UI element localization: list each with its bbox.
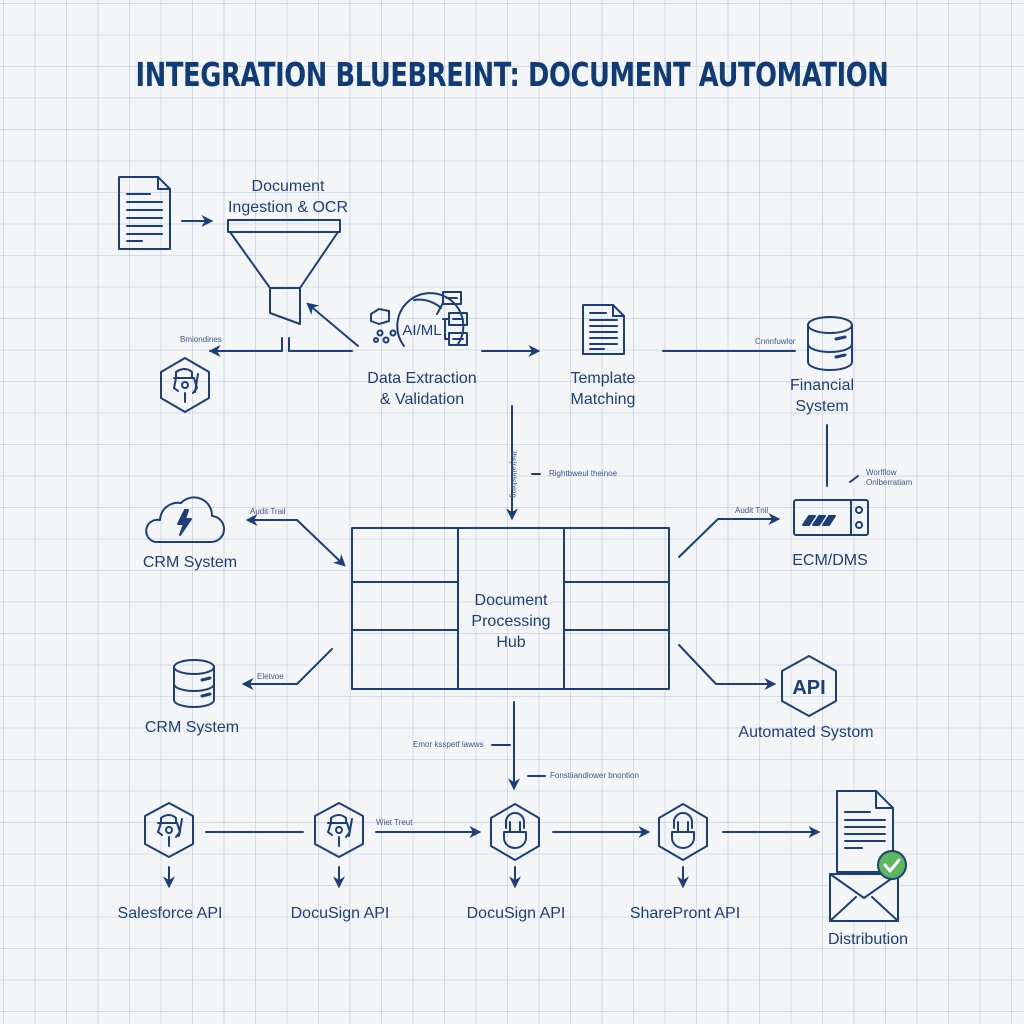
edge-label-embeddings: Bmiondines	[180, 335, 222, 344]
template-document-icon	[582, 304, 625, 355]
source-document-icon	[118, 176, 171, 250]
api-hexagon-text: API	[792, 677, 825, 699]
sharepoint-plug-icon	[658, 803, 708, 861]
edge-label-fonstion: Fonstiiandlower bnontion	[550, 771, 639, 780]
ecm-label: ECM/DMS	[792, 552, 868, 569]
edge-label-workflow-line2: Onlberratiam	[866, 478, 913, 487]
edge-label-workflow-line1: Worlflow	[866, 468, 897, 477]
crm-db-label: CRM System	[144, 719, 240, 736]
diagram-title: INTEGRATION BLUEBREINT: DOCUMENT AUTOMAT…	[135, 55, 889, 94]
edge-label-workflow: Worlflow Onlberratiam	[866, 468, 912, 488]
hub-label-line3: Hub	[496, 634, 526, 651]
hub-label-line1: Document	[474, 592, 548, 609]
ecm-server-icon	[793, 499, 869, 536]
financial-label: Financial System	[772, 375, 872, 417]
edge-label-error: Emor ksspetf lawws	[413, 740, 484, 749]
edge-label-confirmation: Cnnnfuwlor	[755, 337, 796, 346]
extraction-label-line2: & Validation	[379, 391, 465, 408]
edge-label-vertical: Ibsjrailrlsbing	[508, 451, 518, 498]
edge-label-audit-left: Audit Trail	[250, 507, 286, 516]
hub-label-line2: Processing	[471, 613, 551, 630]
distribution-icon	[829, 790, 907, 922]
ai-ml-text: AI/ML	[402, 322, 441, 339]
api-label: Automated Systom	[738, 724, 874, 741]
edge-hub-to-api	[678, 644, 777, 690]
docusign-robot-icon	[314, 802, 364, 858]
distribution-label: Distribution	[827, 931, 909, 948]
crm-cloud-label: CRM System	[142, 554, 238, 571]
salesforce-robot-icon	[144, 802, 194, 858]
hub-label: Document Processing Hub	[458, 590, 564, 653]
ingestion-label: Document Ingestion & OCR	[218, 176, 358, 218]
api-hexagon-icon	[781, 655, 837, 717]
cloud-bolt-icon	[145, 496, 225, 544]
financial-label-line2: System	[795, 398, 849, 415]
template-label-line1: Template	[570, 370, 636, 387]
salesforce-label: Salesforce API	[117, 905, 223, 922]
processing-hub	[351, 527, 670, 690]
sharepoint-label: SharePront API	[629, 905, 741, 922]
extraction-label-line1: Data Extraction	[367, 370, 477, 387]
edge-label-wet-trust: Wiet Treut	[376, 818, 413, 827]
edge-hub-to-crm-db	[241, 648, 333, 690]
template-label: Template Matching	[543, 368, 663, 410]
funnel-icon	[227, 219, 341, 352]
ingestion-label-line1: Document	[251, 178, 325, 195]
docusign1-label: DocuSign API	[290, 905, 390, 922]
edge-hub-to-ecm	[678, 513, 781, 558]
edge-label-audit-right: Audit Tnil	[735, 506, 769, 515]
edge-extraction-to-funnel	[306, 302, 359, 347]
robot-hexagon-icon	[160, 357, 210, 413]
financial-database-icon	[807, 316, 853, 371]
template-label-line2: Matching	[570, 391, 636, 408]
extraction-label: Data Extraction & Validation	[352, 368, 492, 410]
edge-label-rightwell: Rightbweul theinoe	[549, 469, 618, 478]
edge-label-elsewhere: Eletvoe	[257, 672, 284, 681]
docusign2-label: DocuSign API	[466, 905, 566, 922]
ai-ml-icon	[370, 291, 468, 347]
crm-database-icon	[173, 659, 215, 708]
financial-label-line1: Financial	[789, 377, 855, 394]
ingestion-label-line2: Ingestion & OCR	[227, 199, 349, 216]
docusign-plug-icon	[490, 803, 540, 861]
